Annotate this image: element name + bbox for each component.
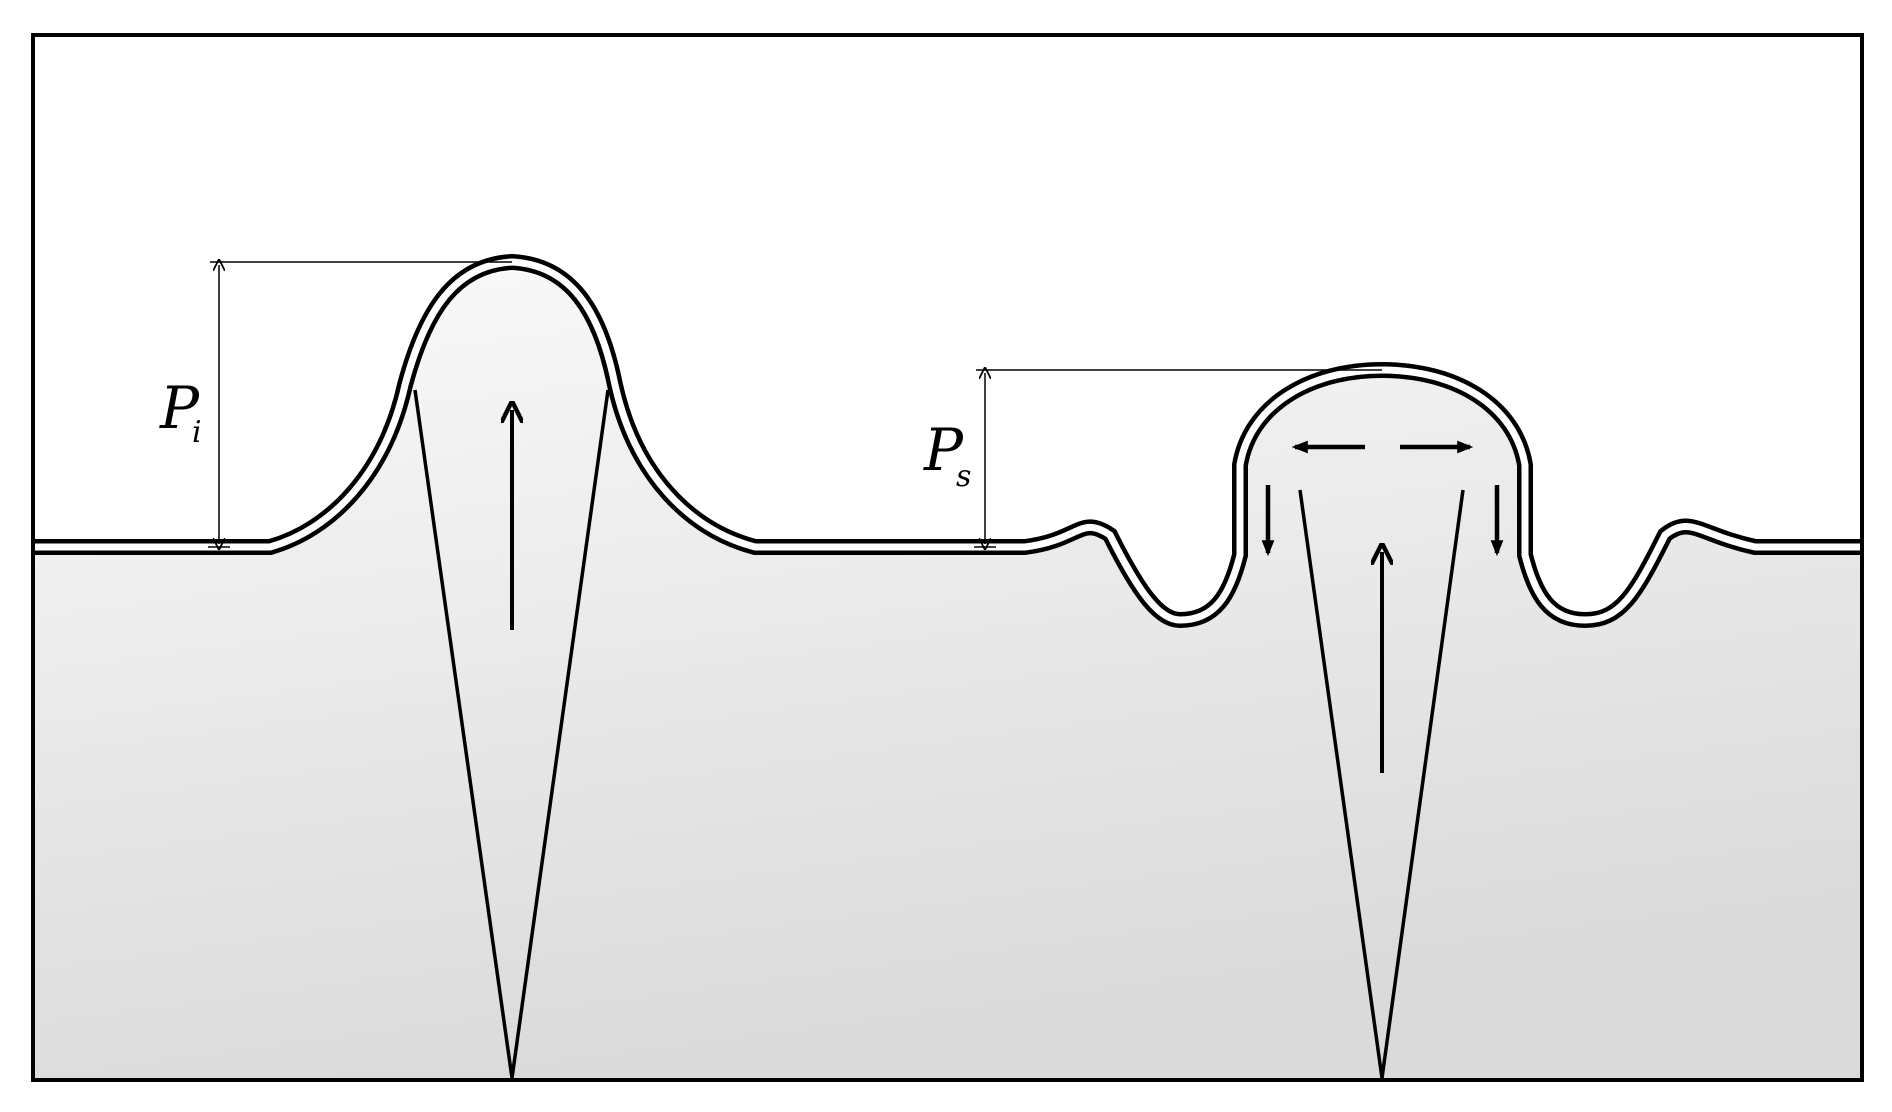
surface-layer: [33, 253, 1862, 629]
substrate-region: [33, 272, 1862, 1080]
left-wedge: [413, 389, 610, 1079]
label-ps: P: [923, 416, 964, 484]
dimension-pi: [208, 262, 512, 547]
label-pi: P: [159, 374, 200, 442]
frame-border: [31, 33, 1864, 1082]
dimension-ps: [974, 370, 1382, 547]
label-pi-subscript: i: [192, 415, 202, 450]
right-wedge: [1298, 489, 1465, 1079]
label-ps-subscript: s: [956, 459, 971, 494]
